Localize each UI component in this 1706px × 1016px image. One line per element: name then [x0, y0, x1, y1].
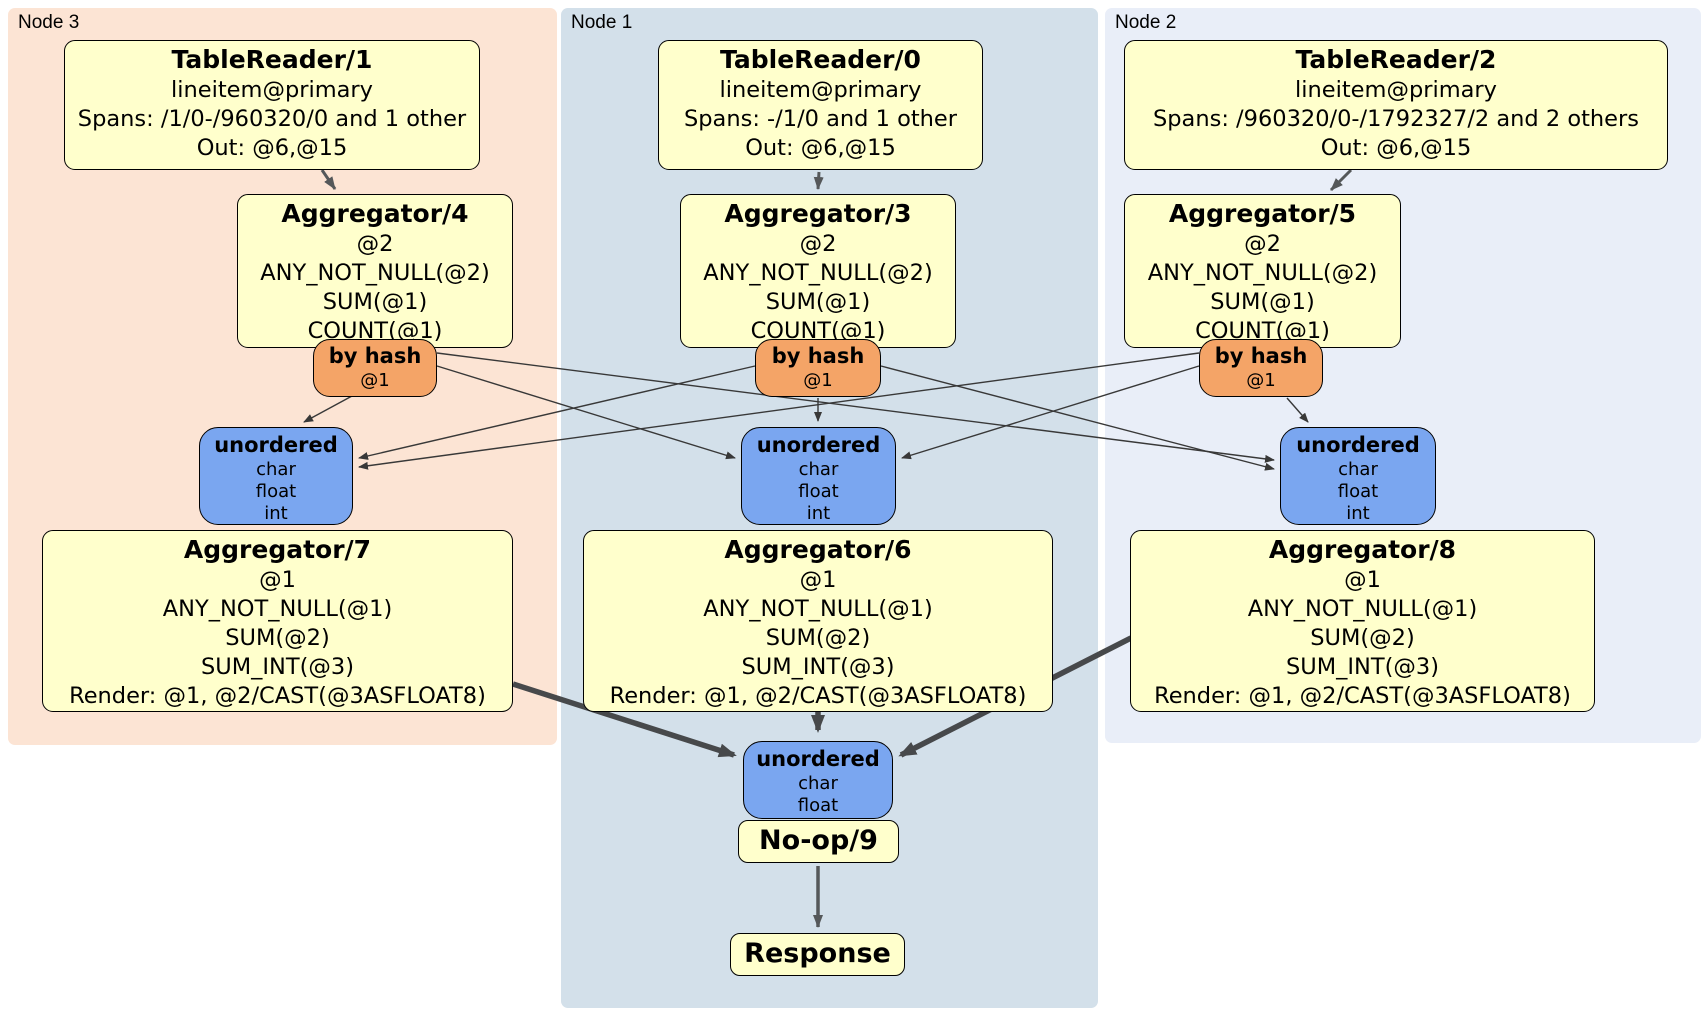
aggregator-7-fn3: SUM_INT(@3): [201, 654, 354, 680]
unordered-sync-title: unordered: [1296, 433, 1420, 457]
aggregator-6-render: Render: @1, @2/CAST(@3ASFLOAT8): [609, 683, 1027, 709]
sync-col-float: float: [798, 481, 839, 502]
sync-col-char: char: [798, 773, 838, 794]
aggregator-8-render: Render: @1, @2/CAST(@3ASFLOAT8): [1154, 683, 1571, 709]
aggregator-8-fn2: SUM(@2): [1310, 625, 1415, 651]
aggregator-4-fn2: SUM(@1): [322, 289, 428, 315]
aggregator-7-render: Render: @1, @2/CAST(@3ASFLOAT8): [69, 683, 486, 709]
byhash-router-column: @1: [803, 370, 833, 391]
aggregator-8-group: @1: [1344, 567, 1381, 593]
tablereader-2-spans: Spans: /960320/0-/1792327/2 and 2 others: [1152, 106, 1639, 132]
sync-col-int: int: [264, 503, 288, 524]
aggregator-5-box: Aggregator/5 @2 ANY_NOT_NULL(@2) SUM(@1)…: [1124, 194, 1401, 348]
aggregator-6-group: @1: [799, 567, 837, 593]
aggregator-3-fn1: ANY_NOT_NULL(@2): [703, 260, 933, 286]
tablereader-2-title: TableReader/2: [1295, 45, 1497, 74]
tablereader-2-box: TableReader/2 lineitem@primary Spans: /9…: [1124, 40, 1668, 170]
aggregator-3-fn2: SUM(@1): [765, 289, 871, 315]
aggregator-7-fn2: SUM(@2): [225, 625, 330, 651]
tablereader-0-box: TableReader/0 lineitem@primary Spans: -/…: [658, 40, 983, 170]
aggregator-8-fn3: SUM_INT(@3): [1286, 654, 1439, 680]
panel-node1-label: Node 1: [571, 12, 633, 33]
tablereader-1-out: Out: @6,@15: [196, 135, 348, 161]
tablereader-2-out: Out: @6,@15: [1320, 135, 1472, 161]
aggregator-6-fn1: ANY_NOT_NULL(@1): [703, 596, 933, 622]
unordered-sync-final: unordered char float: [743, 741, 893, 819]
sync-col-char: char: [1338, 459, 1378, 480]
byhash-router-title: by hash: [1214, 344, 1308, 368]
aggregator-8-title: Aggregator/8: [1268, 535, 1457, 564]
unordered-sync-title: unordered: [214, 433, 338, 457]
tablereader-1-box: TableReader/1 lineitem@primary Spans: /1…: [64, 40, 480, 170]
aggregator-4-fn1: ANY_NOT_NULL(@2): [260, 260, 490, 286]
sync-col-int: int: [1346, 503, 1370, 524]
sync-col-float: float: [1337, 481, 1379, 502]
response-box: Response: [730, 933, 905, 976]
byhash-router-column: @1: [360, 370, 390, 391]
aggregator-3-title: Aggregator/3: [724, 199, 912, 228]
aggregator-7-fn1: ANY_NOT_NULL(@1): [162, 596, 393, 622]
tablereader-0-out: Out: @6,@15: [745, 135, 896, 161]
aggregator-8-fn1: ANY_NOT_NULL(@1): [1247, 596, 1478, 622]
byhash-router-title: by hash: [771, 344, 865, 368]
byhash-router-column: @1: [1246, 370, 1276, 391]
aggregator-8-box: Aggregator/8 @1 ANY_NOT_NULL(@1) SUM(@2)…: [1130, 530, 1595, 712]
tablereader-1-index: lineitem@primary: [171, 77, 373, 103]
tablereader-0-spans: Spans: -/1/0 and 1 other: [683, 106, 958, 132]
tablereader-0-index: lineitem@primary: [719, 77, 922, 103]
sync-col-int: int: [806, 503, 831, 524]
unordered-sync-node2: unordered char float int: [1280, 427, 1436, 525]
byhash-router-node3: by hash @1: [313, 339, 437, 397]
aggregator-3-box: Aggregator/3 @2 ANY_NOT_NULL(@2) SUM(@1)…: [680, 194, 956, 348]
aggregator-5-fn2: SUM(@1): [1210, 289, 1315, 315]
unordered-sync-title: unordered: [756, 433, 881, 457]
unordered-sync-title: unordered: [756, 747, 880, 771]
sync-col-float: float: [255, 481, 297, 502]
panel-node2-label: Node 2: [1115, 12, 1177, 33]
tablereader-2-index: lineitem@primary: [1295, 77, 1497, 103]
aggregator-5-fn1: ANY_NOT_NULL(@2): [1147, 260, 1378, 286]
aggregator-7-box: Aggregator/7 @1 ANY_NOT_NULL(@1) SUM(@2)…: [42, 530, 513, 712]
aggregator-3-group: @2: [799, 231, 837, 257]
aggregator-7-title: Aggregator/7: [183, 535, 372, 564]
aggregator-6-box: Aggregator/6 @1 ANY_NOT_NULL(@1) SUM(@2)…: [583, 530, 1053, 712]
tablereader-0-title: TableReader/0: [720, 45, 921, 74]
panel-node3-label: Node 3: [18, 12, 80, 33]
aggregator-4-group: @2: [356, 231, 394, 257]
noop-9-box: No-op/9: [738, 820, 899, 863]
sync-col-char: char: [798, 459, 839, 480]
unordered-sync-node1: unordered char float int: [741, 427, 896, 525]
aggregator-5-group: @2: [1244, 231, 1281, 257]
byhash-router-title: by hash: [328, 344, 422, 368]
tablereader-1-spans: Spans: /1/0-/960320/0 and 1 other: [77, 106, 467, 132]
aggregator-6-fn3: SUM_INT(@3): [741, 654, 895, 680]
sync-col-char: char: [256, 459, 296, 480]
byhash-router-node2: by hash @1: [1199, 339, 1323, 397]
tablereader-1-title: TableReader/1: [171, 45, 373, 74]
aggregator-4-box: Aggregator/4 @2 ANY_NOT_NULL(@2) SUM(@1)…: [237, 194, 513, 348]
aggregator-6-fn2: SUM(@2): [765, 625, 871, 651]
aggregator-4-title: Aggregator/4: [281, 199, 469, 228]
aggregator-7-group: @1: [259, 567, 296, 593]
aggregator-6-title: Aggregator/6: [724, 535, 912, 564]
byhash-router-node1: by hash @1: [755, 339, 881, 397]
sync-col-float: float: [797, 795, 839, 816]
aggregator-5-title: Aggregator/5: [1168, 199, 1357, 228]
unordered-sync-node3: unordered char float int: [199, 427, 353, 525]
